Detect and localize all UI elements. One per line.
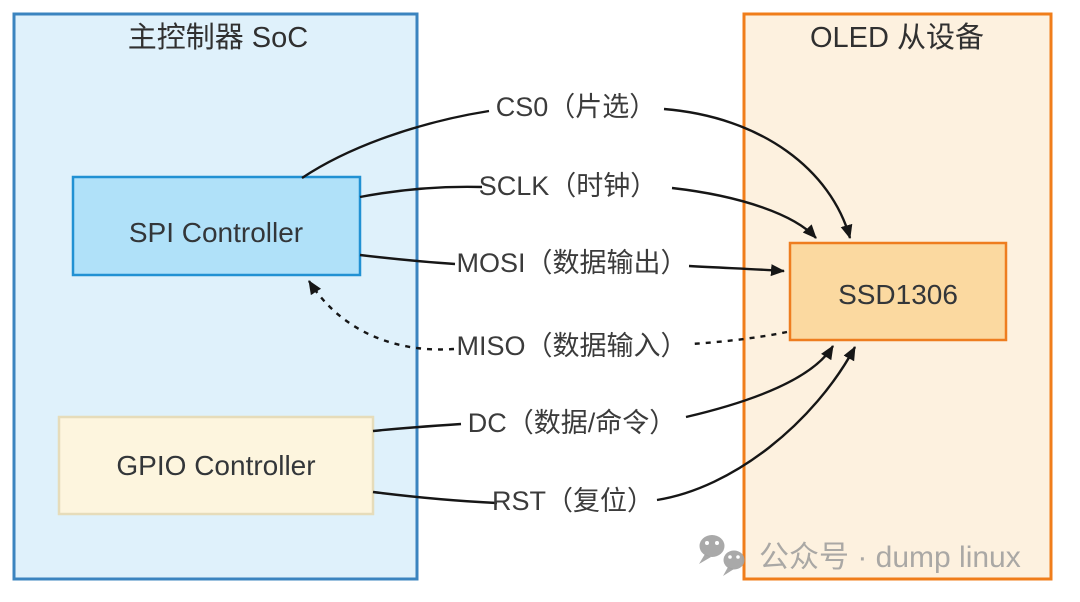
- cs0-label: CS0（片选）: [496, 92, 657, 122]
- cs0-wire-arrow: [663, 107, 853, 239]
- mosi-label: MOSI（数据输出）: [456, 248, 687, 278]
- dc-wire-left: [372, 422, 462, 433]
- dc-wire-arrow: [685, 345, 835, 419]
- gpio-controller-label: GPIO Controller: [116, 450, 315, 481]
- gpio-controller-box: [57, 415, 375, 516]
- spi-controller-box: [71, 175, 362, 277]
- spi-controller-label: SPI Controller: [129, 217, 303, 248]
- sclk-label: SCLK（时钟）: [479, 171, 658, 201]
- wechat-icon: [699, 535, 745, 576]
- master-soc-title: 主控制器 SoC: [128, 21, 308, 54]
- dc-label: DC（数据/命令）: [468, 408, 677, 438]
- ssd1306-box: [788, 241, 1008, 342]
- sclk-wire-arrow: [671, 186, 817, 239]
- oled-slave-title: OLED 从设备: [810, 21, 984, 54]
- ssd1306-label: SSD1306: [838, 279, 958, 310]
- miso-label: MISO（数据输入）: [456, 331, 687, 361]
- rst-label: RST（复位）: [492, 486, 654, 516]
- mosi-wire-left: [359, 253, 456, 266]
- rst-wire-arrow: [656, 346, 857, 502]
- watermark-text: 公众号 · dump linux: [759, 541, 1021, 574]
- sclk-wire-left: [359, 185, 483, 199]
- miso-wire-arrow: [307, 280, 455, 351]
- miso-wire-right: [690, 330, 788, 346]
- watermark: 公众号 · dump linux: [699, 535, 1021, 576]
- rst-wire-left: [372, 490, 498, 505]
- mosi-wire-arrow: [688, 264, 785, 277]
- cs0-wire-left: [301, 109, 490, 179]
